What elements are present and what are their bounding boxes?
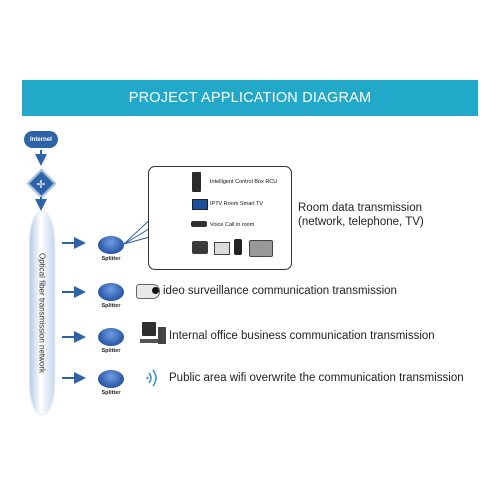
router-arrows-icon: ✛ [36, 178, 46, 191]
phone-icon [191, 221, 207, 227]
desktop-computer-icon [142, 322, 156, 336]
tablet-icon [249, 240, 273, 257]
room-data-title: Room data transmission [298, 202, 422, 214]
splitter-icon [98, 236, 124, 254]
wifi-communication-text: Public area wifi overwrite the communica… [169, 372, 464, 384]
splitter-icon [98, 328, 124, 346]
tv-label: IPTV Room Smart TV [210, 201, 264, 207]
splitter-label: Splitter [101, 303, 121, 309]
optical-fiber-network [30, 212, 54, 414]
desk-phone-icon [192, 241, 208, 254]
rcu-box-icon [192, 172, 201, 192]
tv-icon [192, 199, 208, 210]
splitter-icon [98, 370, 124, 388]
splitter-label: Splitter [101, 390, 121, 396]
internet-cloud-icon: Internet [24, 131, 58, 148]
voice-label: Voice Call in room [210, 222, 255, 228]
wifi-icon [146, 369, 157, 387]
laptop-icon [214, 242, 230, 255]
video-surveillance-text: ideo surveillance communication transmis… [163, 285, 397, 297]
office-communication-text: Internal office business communication t… [169, 330, 435, 342]
splitter-label: Splitter [101, 256, 121, 262]
diagram-title: PROJECT APPLICATION DIAGRAM [128, 90, 372, 106]
camera-lens-icon [152, 287, 159, 294]
rcu-label: Intelligent Control Box RCU [210, 179, 278, 185]
internet-label: Internet [29, 136, 52, 143]
keyboard-icon [140, 339, 158, 343]
room-data-subtitle: (network, telephone, TV) [298, 216, 424, 228]
splitter-label: Splitter [101, 348, 121, 354]
diagram-title-banner: PROJECT APPLICATION DIAGRAM [22, 80, 478, 116]
computer-tower-icon [158, 327, 166, 344]
splitter-icon [98, 283, 124, 301]
smartphone-icon [234, 239, 242, 255]
